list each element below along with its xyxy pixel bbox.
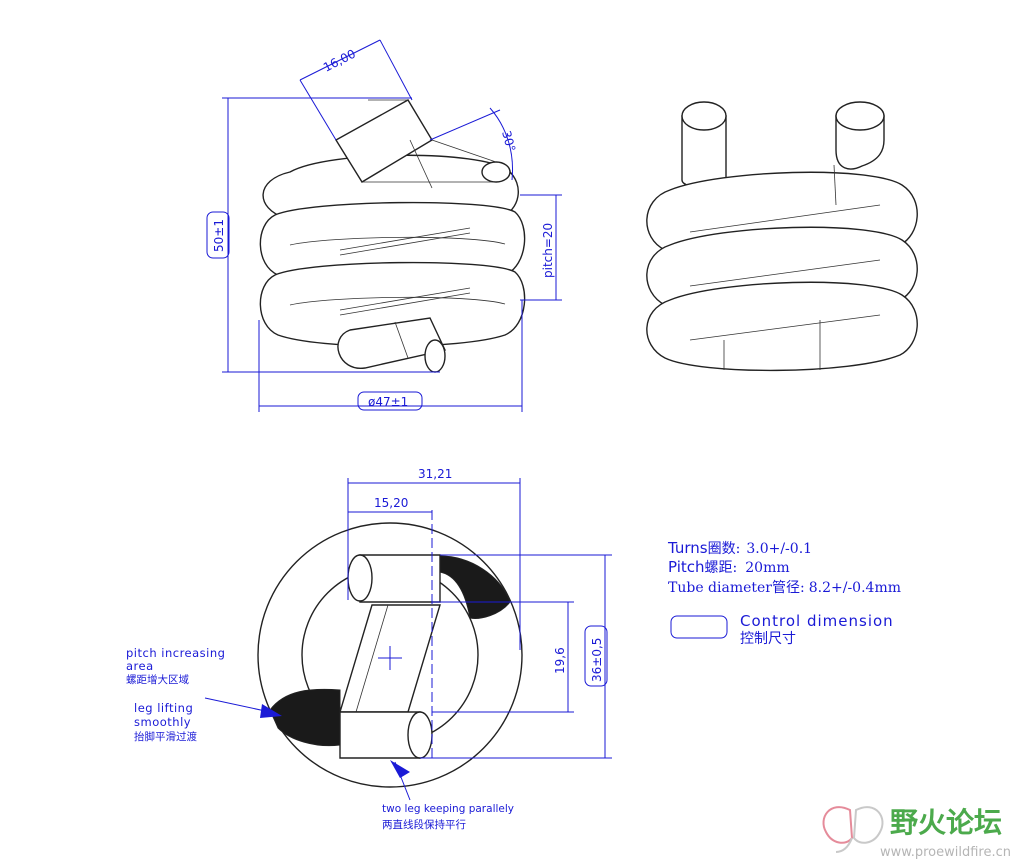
dim-leg-offset: 15,20 xyxy=(348,496,432,513)
outer-circle xyxy=(257,522,523,788)
hatch-leg-lifting xyxy=(269,688,341,747)
annotation-parallel: two leg keeping parallely 两直线段保持平行 xyxy=(382,803,514,831)
iso-coil-turns xyxy=(646,164,918,372)
dim-leg-offset-label: 15,20 xyxy=(374,496,408,510)
dim-leg-distance-label: 19,6 xyxy=(553,647,567,674)
note-pitch-area-en-2: area xyxy=(126,659,154,673)
dim-outer-height: 36±0,5 xyxy=(420,554,612,759)
top-upper-leg xyxy=(347,554,441,603)
watermark: 野火论坛 www.proewildfire.cn xyxy=(822,806,1011,860)
legend-label-cn: 控制尺寸 xyxy=(740,631,796,647)
front-bottom-leg xyxy=(337,317,447,373)
dim-tube-length-label: 16,00 xyxy=(321,47,358,75)
front-coil-turns xyxy=(259,154,526,347)
spec-turns: Turns圈数:3.0+/-0.1 xyxy=(667,539,812,557)
watermark-cn: 野火论坛 xyxy=(890,806,1002,839)
iso-view xyxy=(646,101,918,372)
spec-block: Turns圈数:3.0+/-0.1 Pitch螺距:20mm Tube diam… xyxy=(667,539,901,596)
butterfly-logo-icon xyxy=(822,806,884,853)
dim-height: 50±1 xyxy=(206,97,440,373)
annotation-pitch-area: pitch increasing area 螺距增大区域 xyxy=(126,646,225,686)
dim-height-label: 50±1 xyxy=(212,219,226,252)
note-leg-lifting-en-2: smoothly xyxy=(134,715,191,729)
arrow-leg-lifting xyxy=(260,704,282,718)
note-pitch-area-en-1: pitch increasing xyxy=(126,646,225,660)
dim-leg-span: 31,21 xyxy=(347,467,521,650)
legend-box xyxy=(670,615,728,639)
top-view: 31,21 15,20 19,6 36±0,5 xyxy=(204,467,612,801)
dim-leg-span-label: 31,21 xyxy=(418,467,452,481)
dim-pitch-label: pitch=20 xyxy=(541,223,555,278)
legend: Control dimension 控制尺寸 xyxy=(670,612,894,647)
dim-diameter-label: ø47±1 xyxy=(368,395,408,409)
dim-diameter: ø47±1 xyxy=(258,300,523,412)
dim-outer-height-label: 36±0,5 xyxy=(590,638,604,682)
dim-leg-distance: 19,6 xyxy=(432,601,574,713)
spec-tube: Tube diameter管径:8.2+/-0.4mm xyxy=(668,580,901,596)
watermark-url: www.proewildfire.cn xyxy=(880,845,1011,860)
dim-angle-label: 30° xyxy=(499,129,518,153)
annotation-leg-lifting: leg lifting smoothly 抬脚平滑过渡 xyxy=(134,701,197,743)
note-parallel-en: two leg keeping parallely xyxy=(382,803,514,815)
note-leg-lifting-en-1: leg lifting xyxy=(134,701,193,715)
arrow-parallel xyxy=(390,760,410,778)
note-leg-lifting-cn: 抬脚平滑过渡 xyxy=(134,730,197,743)
dim-angle: 30° xyxy=(429,107,518,181)
iso-left-leg xyxy=(681,101,727,189)
note-parallel-cn: 两直线段保持平行 xyxy=(382,818,466,831)
front-top-leg xyxy=(335,99,511,189)
iso-right-leg xyxy=(835,101,885,170)
top-lower-leg xyxy=(339,711,433,759)
dim-pitch: pitch=20 xyxy=(520,194,562,301)
note-pitch-area-cn: 螺距增大区域 xyxy=(126,673,189,686)
legend-label-en: Control dimension xyxy=(740,612,894,630)
hatch-pitch-area xyxy=(439,555,511,619)
front-view: 16,00 30° 50±1 pitch=20 ø xyxy=(206,39,562,412)
spec-pitch: Pitch螺距:20mm xyxy=(668,558,790,576)
